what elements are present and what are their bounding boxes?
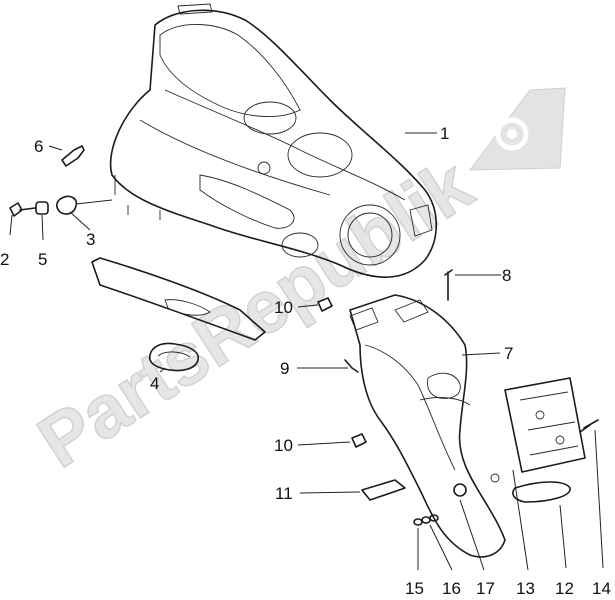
screws <box>344 269 599 433</box>
callout-9: 9 <box>280 359 289 378</box>
mudguard-part <box>349 294 506 558</box>
plate-holder-part <box>504 377 586 473</box>
reflector-lens-part <box>148 342 199 372</box>
washers-nut <box>413 483 467 526</box>
callout-6: 6 <box>34 137 43 156</box>
callout-13: 13 <box>516 579 535 598</box>
callout-11: 11 <box>275 484 293 503</box>
bulb-part <box>61 145 85 167</box>
plate-bracket-part <box>91 257 266 341</box>
callout-16: 16 <box>442 579 461 598</box>
callout-10b: 10 <box>274 436 293 455</box>
plate-light-part <box>361 479 406 501</box>
callout-2: 2 <box>0 250 9 269</box>
leader-lines <box>9 132 604 571</box>
callout-10a: 10 <box>274 298 293 317</box>
callout-labels: 1 2 3 4 5 6 7 8 9 10 10 11 12 13 14 15 1… <box>0 124 611 598</box>
callout-5: 5 <box>38 250 47 269</box>
rear-cowl-part <box>109 3 437 278</box>
callout-7: 7 <box>504 344 513 363</box>
callout-8: 8 <box>502 266 511 285</box>
rear-reflector-part <box>512 481 571 503</box>
clip-nuts <box>317 297 367 448</box>
bolt-spacer-grommet <box>9 195 113 217</box>
gear-flag-icon <box>468 87 566 171</box>
callout-12: 12 <box>555 579 574 598</box>
callout-1: 1 <box>440 124 449 143</box>
callout-17: 17 <box>476 579 495 598</box>
callout-15: 15 <box>405 579 424 598</box>
callout-14: 14 <box>592 579 611 598</box>
callout-4: 4 <box>150 374 159 393</box>
callout-3: 3 <box>86 230 95 249</box>
